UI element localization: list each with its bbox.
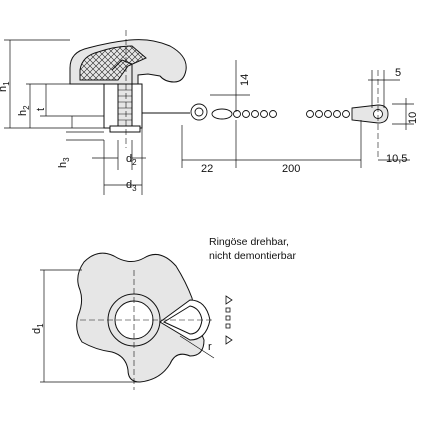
ring-eye-note: Ringöse drehbar, nicht demontierbar [209, 235, 296, 263]
knob-hatched-section [79, 45, 147, 81]
dim-d3: d3 [126, 179, 137, 193]
dim-14: 14 [239, 74, 251, 86]
dim-10-5: 10,5 [386, 153, 407, 165]
dim-d2: d2 [126, 153, 137, 167]
threaded-bush [117, 83, 133, 127]
dim-r: r [208, 341, 212, 353]
plan-view [40, 252, 233, 390]
dimension-lines-left [4, 39, 104, 141]
stud-lower [109, 125, 141, 133]
dim-h2: h2 [17, 105, 31, 116]
dim-200: 200 [282, 163, 300, 175]
dim-h1: h1 [0, 81, 11, 92]
side-view-labels: h1 h2 t h3 d2 d3 22 200 14 5 10 10,5 [0, 67, 419, 193]
dimension-lines-right [210, 60, 414, 130]
dim-d1: d1 [31, 323, 45, 334]
dim-5: 5 [395, 67, 401, 79]
rotation-arrows-icon [225, 295, 233, 345]
dim-t: t [35, 108, 47, 111]
note-line-1: Ringöse drehbar, [209, 236, 289, 248]
dimension-lines-bottom [92, 120, 410, 195]
dim-22: 22 [201, 163, 213, 175]
note-line-2: nicht demontierbar [209, 250, 296, 262]
plan-view-labels: d1 r [31, 323, 212, 353]
ball-chain [142, 103, 389, 124]
dim-10: 10 [407, 112, 419, 124]
dim-h3: h3 [57, 157, 71, 168]
side-view [4, 30, 414, 195]
